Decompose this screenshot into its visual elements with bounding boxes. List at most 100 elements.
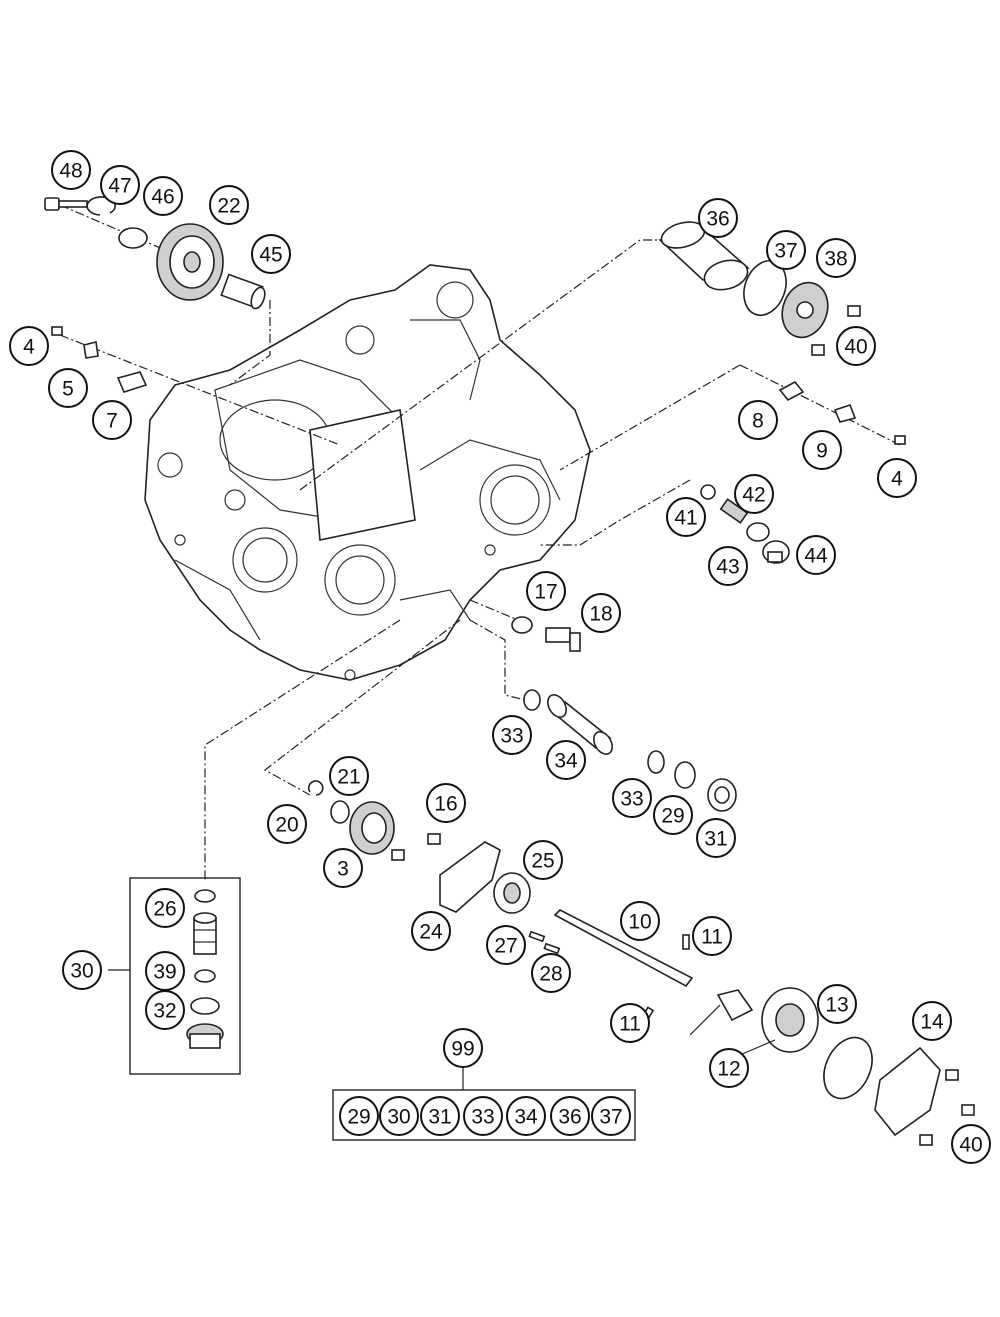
bolt-40-d <box>961 1104 975 1116</box>
callout-39: 39 <box>145 951 185 991</box>
ball-41 <box>700 484 716 500</box>
callout-11-label: 11 <box>701 926 723 949</box>
kit-callout-31: 31 <box>420 1096 460 1136</box>
o-ring-33-a <box>523 689 541 711</box>
callout-41-label: 41 <box>674 507 697 530</box>
callout-29: 29 <box>653 795 693 835</box>
callout-38-label: 38 <box>824 248 847 271</box>
screw-4-left <box>51 326 63 336</box>
kit-callout-30-label: 30 <box>387 1106 410 1129</box>
callout-34: 34 <box>546 740 586 780</box>
callout-5-label: 5 <box>62 378 74 401</box>
parts <box>44 196 975 1146</box>
callout-9: 9 <box>802 430 842 470</box>
plate-9 <box>833 403 857 423</box>
pin-28 <box>543 942 561 955</box>
callout-20-label: 20 <box>275 814 298 837</box>
callout-21-label: 21 <box>337 766 360 789</box>
o-ring-26 <box>194 889 216 903</box>
kit-callout-36-label: 36 <box>558 1106 581 1129</box>
callout-46-label: 46 <box>151 186 174 209</box>
callout-38: 38 <box>816 238 856 278</box>
washer-43 <box>746 522 770 542</box>
rotor-set-12 <box>716 987 819 1053</box>
kit-callout-29: 29 <box>339 1096 379 1136</box>
callout-48-label: 48 <box>59 160 82 183</box>
circlip-20 <box>307 780 324 796</box>
callout-4: 4 <box>9 326 49 366</box>
shaft-10 <box>553 909 694 988</box>
callout-30-label: 30 <box>70 960 93 983</box>
callout-11: 11 <box>692 916 732 956</box>
callout-30: 30 <box>62 950 102 990</box>
kit-callout-30: 30 <box>379 1096 419 1136</box>
callout-26: 26 <box>145 888 185 928</box>
bolt-40-b <box>811 344 825 356</box>
shaft-34 <box>547 694 613 755</box>
callout-20: 20 <box>267 804 307 844</box>
callout-12-label: 12 <box>717 1058 740 1081</box>
callout-48: 48 <box>51 150 91 190</box>
callout-24: 24 <box>411 911 451 951</box>
kit-callout-36: 36 <box>550 1096 590 1136</box>
kit-box-99 <box>332 1089 636 1141</box>
callout-29-label: 29 <box>661 805 684 828</box>
callout-16-label: 16 <box>434 793 457 816</box>
kit-callout-34-label: 34 <box>514 1106 538 1129</box>
kit-callout-29-label: 29 <box>347 1106 370 1129</box>
callout-40: 40 <box>951 1124 991 1164</box>
callout-44: 44 <box>796 535 836 575</box>
callout-31-label: 31 <box>704 828 727 851</box>
callout-41: 41 <box>666 497 706 537</box>
callout-40-label: 40 <box>844 336 867 359</box>
callout-7-label: 7 <box>106 410 118 433</box>
rotor-25 <box>493 872 531 914</box>
callout-7: 7 <box>92 400 132 440</box>
plate-7 <box>116 371 148 393</box>
callout-22-label: 22 <box>217 195 240 218</box>
callout-33: 33 <box>612 778 652 818</box>
callout-47-label: 47 <box>108 175 131 198</box>
callout-11-label: 11 <box>619 1013 641 1036</box>
callout-8-label: 8 <box>752 410 764 433</box>
o-ring-29 <box>674 761 696 789</box>
callout-10-label: 10 <box>628 911 651 934</box>
callout-25: 25 <box>523 840 563 880</box>
callout-17: 17 <box>526 571 566 611</box>
bolt-16-a <box>427 833 441 845</box>
spring-42 <box>719 498 749 524</box>
bolt-40-a <box>847 305 861 317</box>
plate-5 <box>83 341 99 359</box>
bolt-48 <box>44 197 88 211</box>
callout-44-label: 44 <box>804 545 828 568</box>
callout-27-label: 27 <box>494 935 517 958</box>
callout-24-label: 24 <box>419 921 443 944</box>
filter-cover-38 <box>781 281 829 339</box>
callout-25-label: 25 <box>531 850 554 873</box>
kit-callout-37-label: 37 <box>599 1106 622 1129</box>
callout-36: 36 <box>698 198 738 238</box>
callout-45: 45 <box>251 234 291 274</box>
callout-32-label: 32 <box>153 1000 176 1023</box>
callout-28: 28 <box>531 953 571 993</box>
kit-callout-37: 37 <box>591 1096 631 1136</box>
callout-99-label: 99 <box>451 1038 474 1061</box>
strainer-30 <box>193 912 217 955</box>
callout-18-label: 18 <box>589 603 612 626</box>
callout-4-label: 4 <box>891 468 903 491</box>
callout-17-label: 17 <box>534 581 557 604</box>
callout-37: 37 <box>766 230 806 270</box>
callout-16: 16 <box>426 783 466 823</box>
callout-27: 27 <box>486 925 526 965</box>
callout-39-label: 39 <box>153 961 176 984</box>
callout-9-label: 9 <box>816 440 828 463</box>
callout-18: 18 <box>581 593 621 633</box>
o-ring-32 <box>190 997 220 1015</box>
callout-8: 8 <box>738 400 778 440</box>
callout-99: 99 <box>443 1028 483 1068</box>
callout-40: 40 <box>836 326 876 366</box>
gear-22 <box>156 223 224 301</box>
subassembly-box-30 <box>129 877 241 1075</box>
gear-3 <box>349 801 395 855</box>
